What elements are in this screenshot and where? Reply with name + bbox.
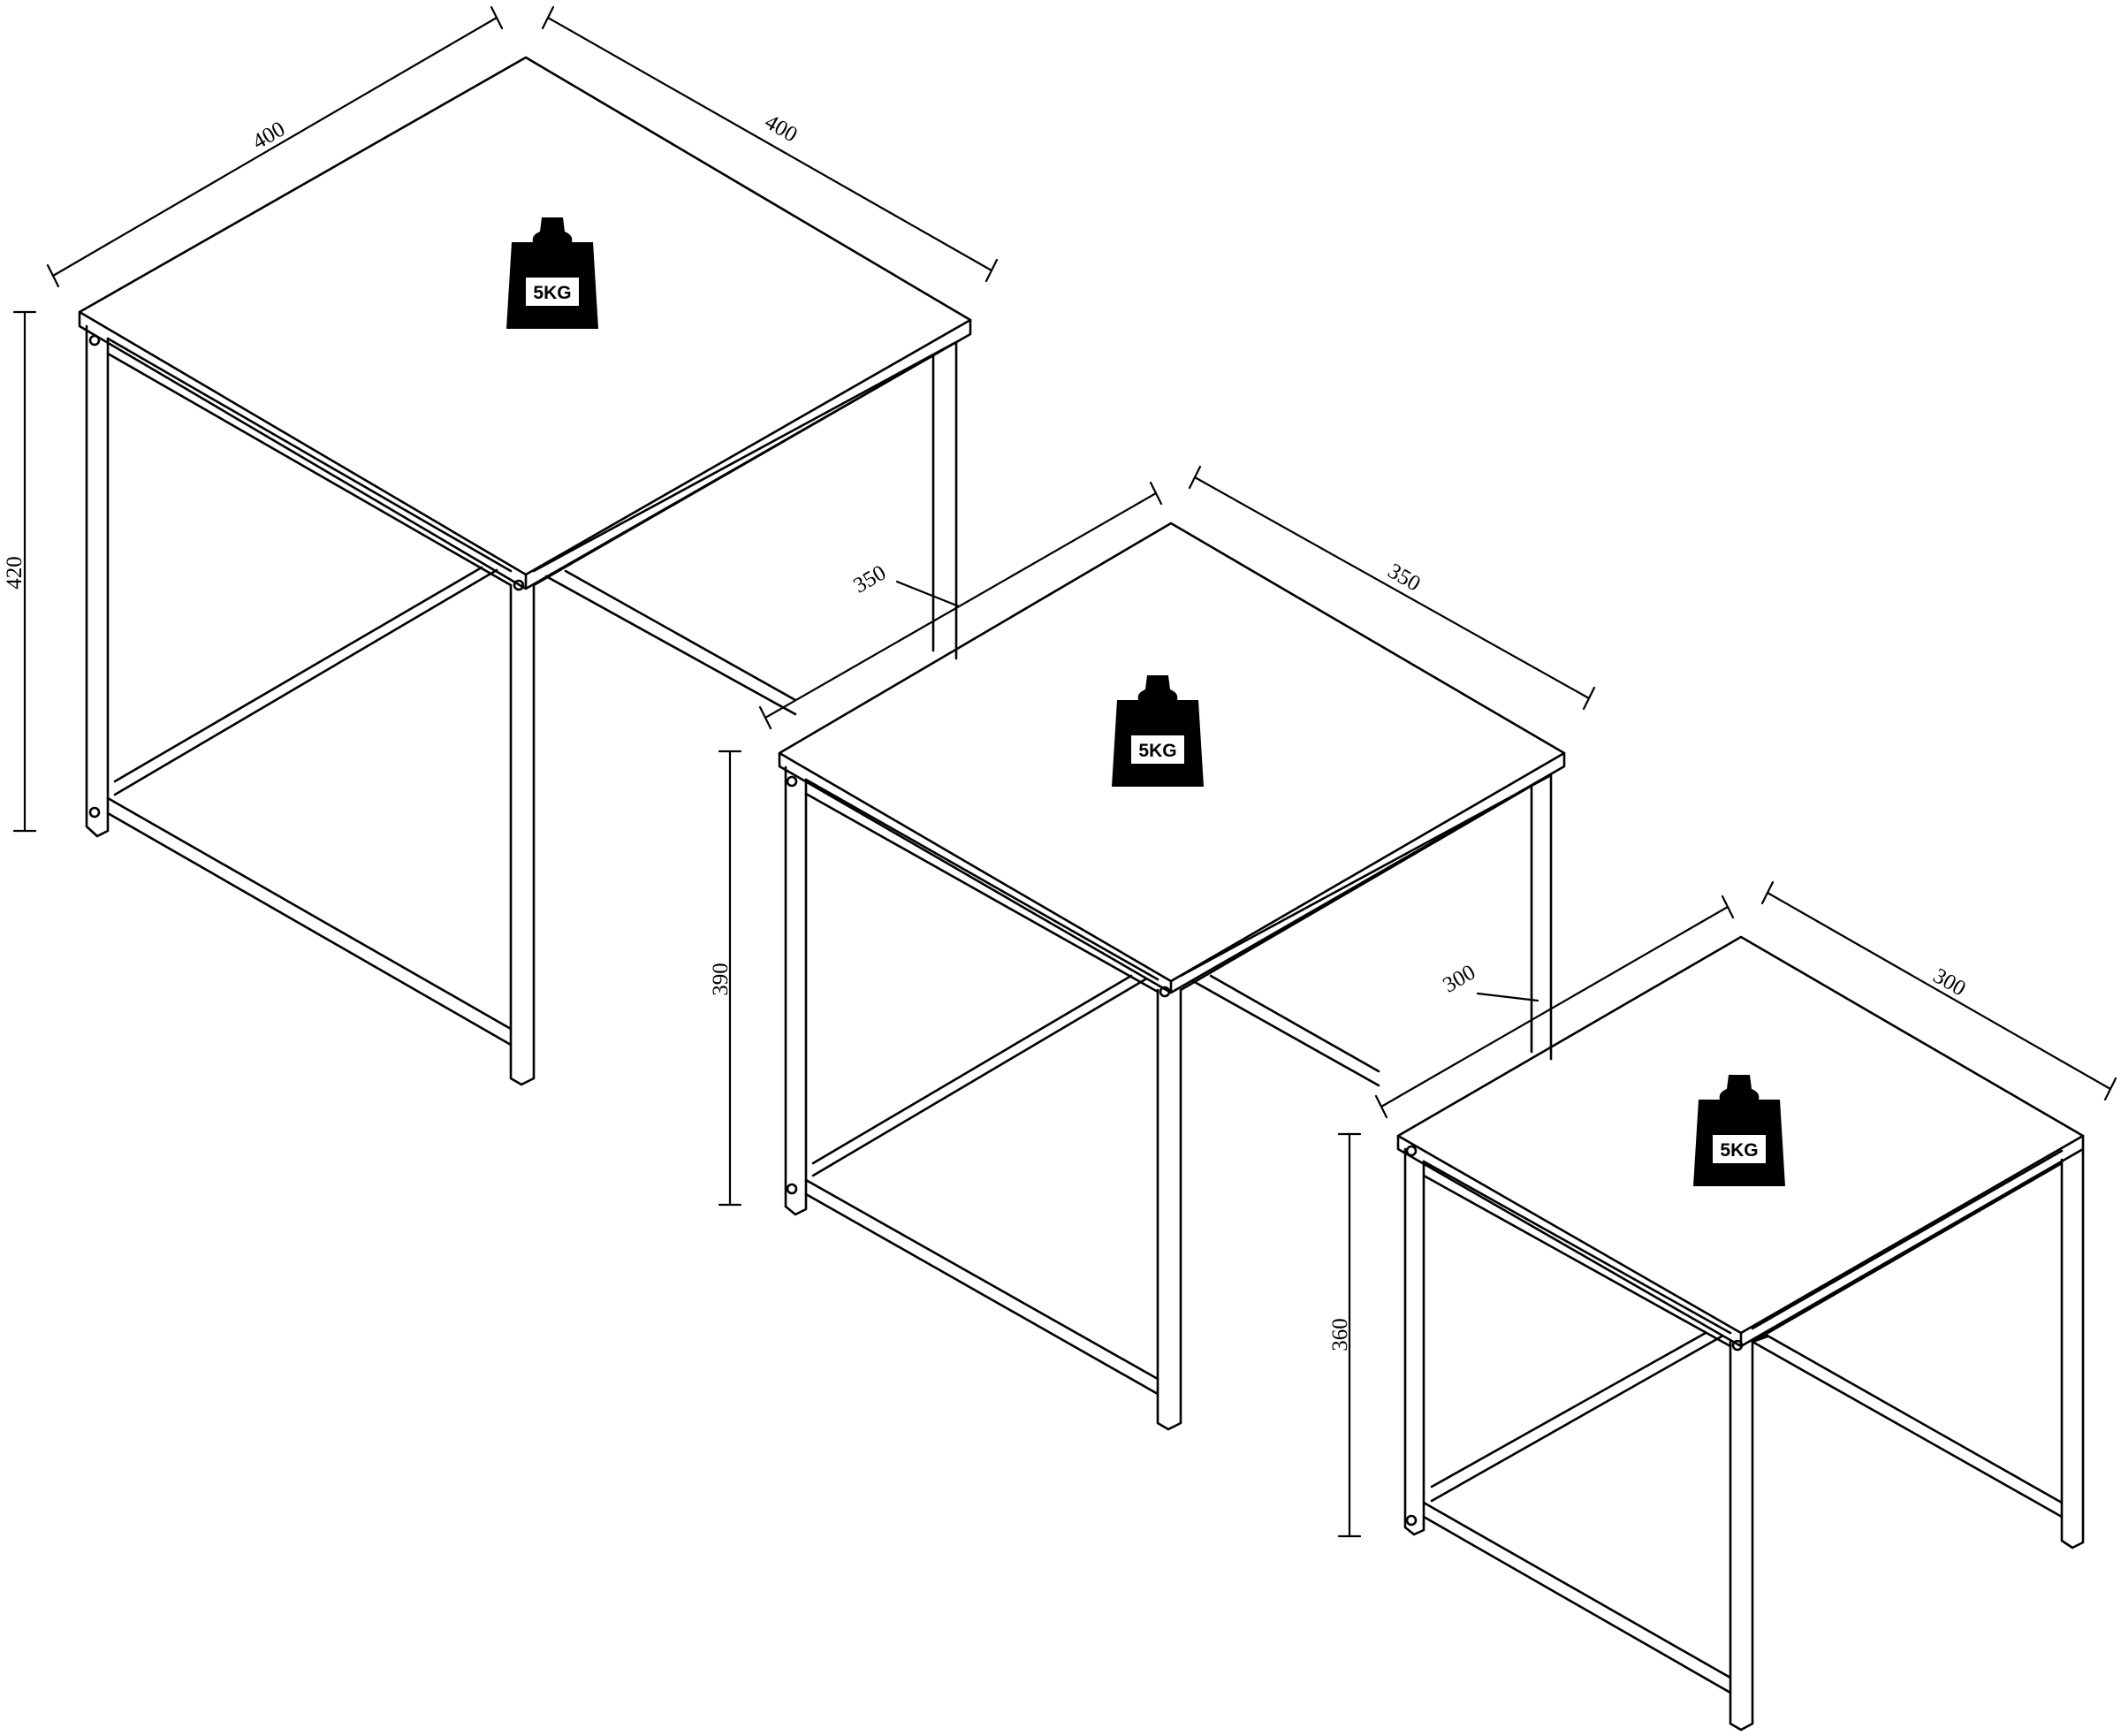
table-small-dimensions xyxy=(1337,880,2117,1538)
table-medium-frame xyxy=(778,522,1566,1431)
table-large-dimensions xyxy=(12,5,999,833)
table-large-frame xyxy=(78,56,972,1086)
load-label: 5KG xyxy=(533,283,571,303)
weight-icon: 5KG xyxy=(1693,1075,1785,1186)
weight-icon: 5KG xyxy=(1112,675,1204,787)
table-medium: 390 350 350 5KG xyxy=(709,465,1596,1431)
dimension-height-label: 390 xyxy=(709,963,733,996)
table-small-frame xyxy=(1396,935,2085,1732)
dimension-width-label: 350 xyxy=(849,560,890,598)
dimension-height-label: 420 xyxy=(3,556,27,590)
dimension-depth-label: 350 xyxy=(1384,559,1425,596)
dimension-width-label: 400 xyxy=(248,117,289,154)
load-label: 5KG xyxy=(1720,1140,1758,1161)
dimension-depth-label: 300 xyxy=(1929,963,1970,1001)
weight-icon: 5KG xyxy=(506,217,598,329)
table-medium-dimensions xyxy=(718,465,1596,1207)
load-label: 5KG xyxy=(1138,741,1176,761)
table-large: 420 400 400 5KG xyxy=(3,5,999,1086)
dimension-height-label: 360 xyxy=(1328,1318,1352,1351)
table-small: 360 300 300 5KG xyxy=(1328,880,2117,1732)
dimension-width-label: 300 xyxy=(1439,960,1479,997)
